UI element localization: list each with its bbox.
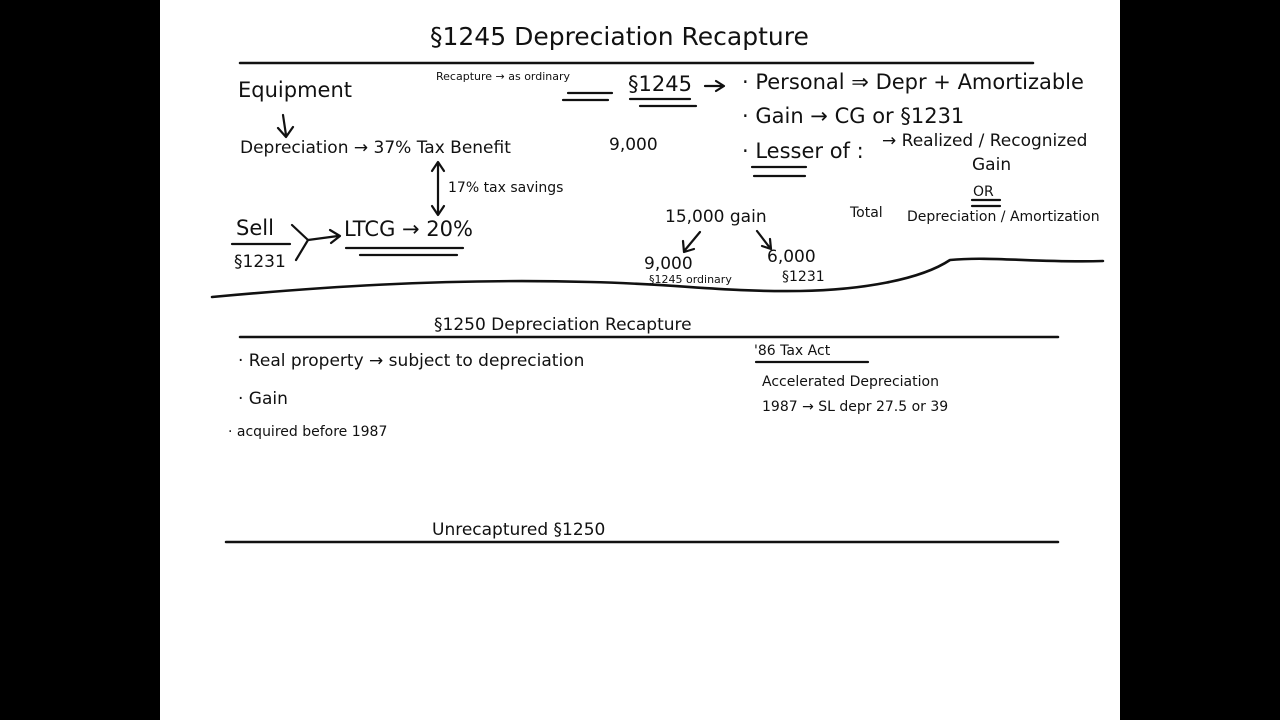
tax-savings-arrow-up: [430, 160, 446, 173]
bullet-acquired: · acquired before 1987: [228, 424, 388, 440]
recapture-note: Recapture → as ordinary: [436, 70, 571, 83]
lesser-option-2-prefix: Total: [850, 205, 883, 221]
tax-act-label: '86 Tax Act: [754, 343, 831, 359]
or-label: OR: [973, 184, 994, 200]
bullet-lesser: · Lesser of :: [742, 139, 864, 163]
wavy-separator: [210, 257, 1105, 299]
lesser-option-2: Depreciation / Amortization: [907, 209, 1100, 225]
sell-arrow: [306, 228, 342, 245]
bullet-gain-1250: · Gain: [238, 389, 288, 409]
equipment-label: Equipment: [238, 78, 352, 102]
depreciation-line: Depreciation → 37% Tax Benefit: [240, 138, 511, 158]
lesser-option-1: → Realized / Recognized: [882, 131, 1088, 151]
s1245-ref: §1245: [628, 72, 692, 96]
unrecaptured-title: Unrecaptured §1250: [432, 520, 606, 540]
bullet-gain: · Gain → CG or §1231: [742, 104, 965, 128]
lesser-option-1b: Gain: [972, 155, 1012, 175]
gain-ordinary-amount: 9,000: [644, 254, 693, 274]
gain-split-arrow-right: [755, 229, 773, 251]
sell-section-label: §1231: [234, 252, 286, 272]
equipment-arrow: [276, 113, 295, 139]
bullet-real-property: · Real property → subject to depreciatio…: [238, 351, 585, 371]
ltcg-label: LTCG → 20%: [344, 217, 473, 241]
s1245-title: §1245 Depreciation Recapture: [430, 22, 809, 51]
s1245-ref-arrow: [703, 79, 726, 93]
tax-savings-label: 17% tax savings: [448, 180, 564, 196]
gain-split-arrow-left: [681, 230, 702, 254]
whiteboard: §1245 Depreciation Recapture Equipment D…: [160, 0, 1120, 720]
bullet-personal: · Personal ⇒ Depr + Amortizable: [742, 70, 1084, 94]
gain-total: 15,000 gain: [665, 207, 767, 227]
gain-1231-amount: 6,000: [767, 247, 816, 267]
sl-depreciation-line: 1987 → SL depr 27.5 or 39: [762, 399, 949, 415]
tax-savings-arrow-down: [430, 204, 446, 217]
gain-ordinary-label: §1245 ordinary: [649, 273, 732, 286]
sell-bracket: [290, 223, 310, 262]
ink-strokes: [210, 61, 1105, 544]
gain-1231-label: §1231: [782, 269, 825, 285]
tax-benefit-amount: 9,000: [609, 135, 658, 155]
s1250-title: §1250 Depreciation Recapture: [434, 315, 692, 335]
sell-label: Sell: [236, 216, 274, 240]
accelerated-depreciation: Accelerated Depreciation: [762, 374, 939, 390]
